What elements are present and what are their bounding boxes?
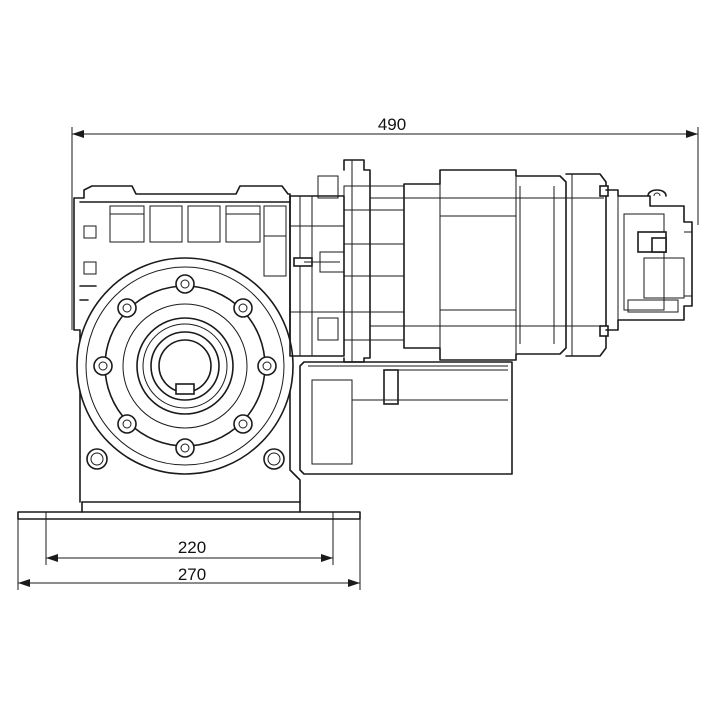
motor-rear-endbell — [565, 173, 609, 357]
mounting-foot — [17, 501, 361, 520]
motor-body — [403, 169, 604, 361]
flange-bolt-holes — [93, 274, 277, 458]
brake-connector-assembly — [605, 189, 693, 331]
dimension-label-220: 220 — [178, 538, 206, 557]
dimension-label-490: 490 — [378, 115, 406, 134]
dimension-base-widths: 220 270 — [17, 512, 361, 590]
motor-adapter — [289, 175, 345, 357]
dimension-label-270: 270 — [178, 565, 206, 584]
gearbox-housing — [73, 185, 301, 503]
dimension-overall-length: 490 — [71, 115, 699, 330]
housing-corner-bosses — [86, 448, 285, 470]
terminal-box — [299, 361, 513, 475]
motor-front-flange — [343, 159, 405, 363]
